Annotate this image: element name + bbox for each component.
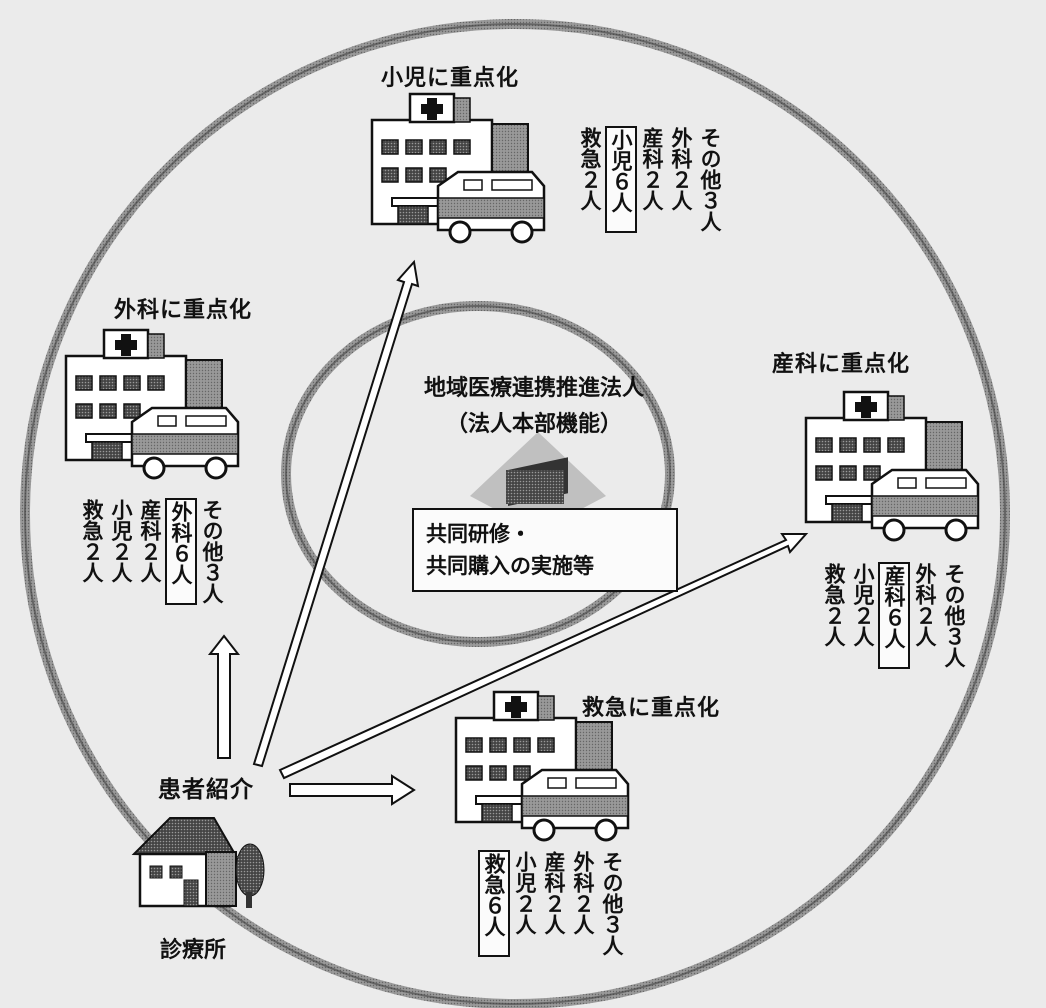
staff-item-highlighted: 産科６人 (878, 562, 910, 669)
staff-list-emergency: その他３人 外科２人 産科２人 小児２人 救急６人 (478, 850, 626, 957)
patient-referral-label: 患者紹介 (158, 777, 254, 803)
hospital-building-pediatrics (370, 92, 546, 244)
staff-list-pediatrics: その他３人 外科２人 産科２人 小児６人 救急２人 (576, 126, 724, 233)
staff-item: 外科２人 (913, 563, 937, 647)
headquarters-title-line1: 地域医療連携推進法人 (423, 376, 644, 401)
hospital-label-surgery: 外科に重点化 (114, 298, 253, 323)
staff-item: 救急２人 (578, 127, 602, 211)
staff-list-obstetrics: その他３人 外科２人 産科６人 小児２人 救急２人 (820, 562, 968, 669)
hospital-building-obstetrics (804, 390, 980, 542)
headquarters-title: 地域医療連携推進法人 （法人本部機能） (384, 370, 684, 438)
staff-item: 救急２人 (822, 563, 846, 647)
clinic-house-icon (131, 817, 265, 908)
staff-item: 産科２人 (640, 127, 664, 211)
functions-line2: 共同購入の実施等 (426, 554, 594, 578)
headquarters-title-line2: （法人本部機能） (445, 412, 622, 437)
staff-item: 小児２人 (513, 851, 537, 935)
clinic-label: 診療所 (160, 938, 227, 963)
functions-line1: 共同研修・ (426, 522, 531, 546)
staff-list-surgery: その他３人 外科６人 産科２人 小児２人 救急２人 (78, 498, 226, 605)
staff-item: 小児２人 (851, 563, 875, 647)
hospital-label-emergency: 救急に重点化 (582, 696, 721, 721)
staff-item-highlighted: 外科６人 (165, 498, 197, 605)
staff-item: 産科２人 (542, 851, 566, 935)
referral-arrows (207, 259, 809, 806)
staff-item: 救急２人 (80, 499, 104, 583)
staff-item-highlighted: 小児６人 (605, 126, 637, 233)
hospital-label-obstetrics: 産科に重点化 (772, 352, 911, 377)
staff-item: その他３人 (200, 499, 224, 604)
staff-item: 外科２人 (669, 127, 693, 211)
staff-item: その他３人 (942, 563, 966, 668)
staff-item: 産科２人 (138, 499, 162, 583)
headquarters-functions-box: 共同研修・ 共同購入の実施等 (412, 508, 678, 592)
hospital-label-pediatrics: 小児に重点化 (381, 66, 520, 91)
hospital-building-surgery (64, 328, 240, 480)
staff-item: その他３人 (600, 851, 624, 956)
staff-item: 小児２人 (109, 499, 133, 583)
staff-item-highlighted: 救急６人 (478, 850, 510, 957)
staff-item: 外科２人 (571, 851, 595, 935)
staff-item: その他３人 (698, 127, 722, 232)
headquarters-building-icon (470, 432, 606, 532)
